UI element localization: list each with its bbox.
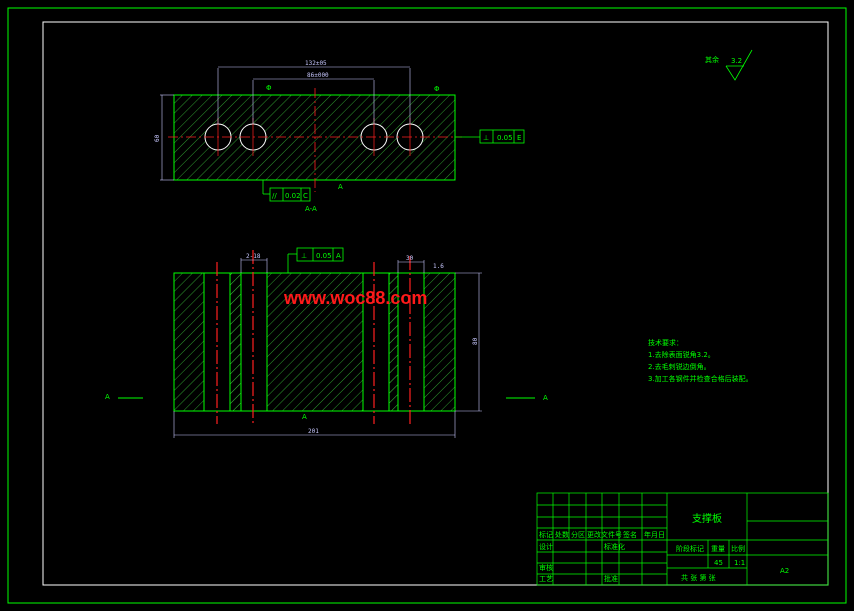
svg-text:工艺: 工艺 [539,575,553,583]
svg-text:批准: 批准 [604,574,618,583]
svg-text:⊥: ⊥ [301,252,307,260]
dim-height-top: 60 [154,134,161,142]
svg-text:C: C [303,192,308,200]
tech-notes: 技术要求： 1.去除表面锐角3.2。 2.去毛刺锐边倒角。 3.加工各钢件并检查… [648,338,753,383]
datum-a-top: A [338,183,343,191]
svg-text:处数: 处数 [555,530,569,539]
svg-text:签名: 签名 [623,530,637,539]
dim-slot-right: 30 [406,255,414,262]
svg-text:0.02: 0.02 [285,192,301,200]
tech-notes-heading: 技术要求： [648,338,683,347]
svg-text:E: E [517,134,521,142]
dim-slot: 2-18 [246,253,261,260]
datum-mark-1: Φ [266,84,272,92]
svg-text:0.05: 0.05 [497,134,513,142]
svg-text:审核: 审核 [539,563,553,572]
section-label: A-A [305,205,317,213]
bottom-view: 2-18 30 1.6 ⊥ 0.05 A 80 201 A A A www.wo… [105,247,548,438]
svg-text:标准化: 标准化 [604,542,625,551]
title-block [536,492,829,586]
surface-mark: Φ [434,85,440,93]
cut-left: A [105,393,110,401]
svg-text:更改文件号: 更改文件号 [587,530,622,539]
tol-frame-par [269,187,311,202]
svg-text:比例: 比例 [731,544,745,553]
svg-text:标记: 标记 [539,530,553,539]
watermark: www.woc88.com [283,288,427,308]
roughness-symbol: 其余 3.2 [705,49,753,81]
svg-text:A: A [336,252,341,260]
tech-note-2: 2.去毛刺锐边倒角。 [648,362,711,371]
inner-frame [42,21,829,586]
svg-text:0.05: 0.05 [316,252,332,260]
svg-text:共 张 第 张: 共 张 第 张 [681,573,716,582]
outer-frame [7,7,847,604]
top-view: 132±05 86±000 Φ Φ 60 ⊥ 0.05 E // 0.02 C … [154,60,525,213]
part-name: 支撑板 [692,512,722,525]
cut-right: A [543,394,548,402]
tech-note-3: 3.加工各钢件并检查合格后装配。 [648,374,753,383]
dim-chamfer: 1.6 [433,263,444,270]
svg-text:重量: 重量 [711,545,725,553]
svg-text:其余: 其余 [705,55,719,64]
tol-frame-perp-top [479,129,525,144]
svg-text:年月日: 年月日 [644,530,665,539]
svg-text:⊥: ⊥ [483,134,489,142]
svg-text:1:1: 1:1 [734,559,745,567]
svg-text:阶段标记: 阶段标记 [676,544,704,553]
dim-height-bottom: 80 [472,337,479,345]
dim-width: 201 [308,428,319,435]
svg-text://: // [272,192,277,200]
datum-a-bottom: A [302,413,307,421]
dim-overall: 132±05 [305,60,327,67]
svg-text:3.2: 3.2 [731,57,742,65]
svg-text:分区: 分区 [571,530,585,539]
svg-text:45: 45 [714,559,723,567]
material: A2 [780,567,789,575]
dim-inner: 86±000 [307,72,329,79]
svg-text:设计: 设计 [539,542,553,551]
tol-frame-perp-bottom [296,247,344,262]
tech-note-1: 1.去除表面锐角3.2。 [648,350,715,359]
